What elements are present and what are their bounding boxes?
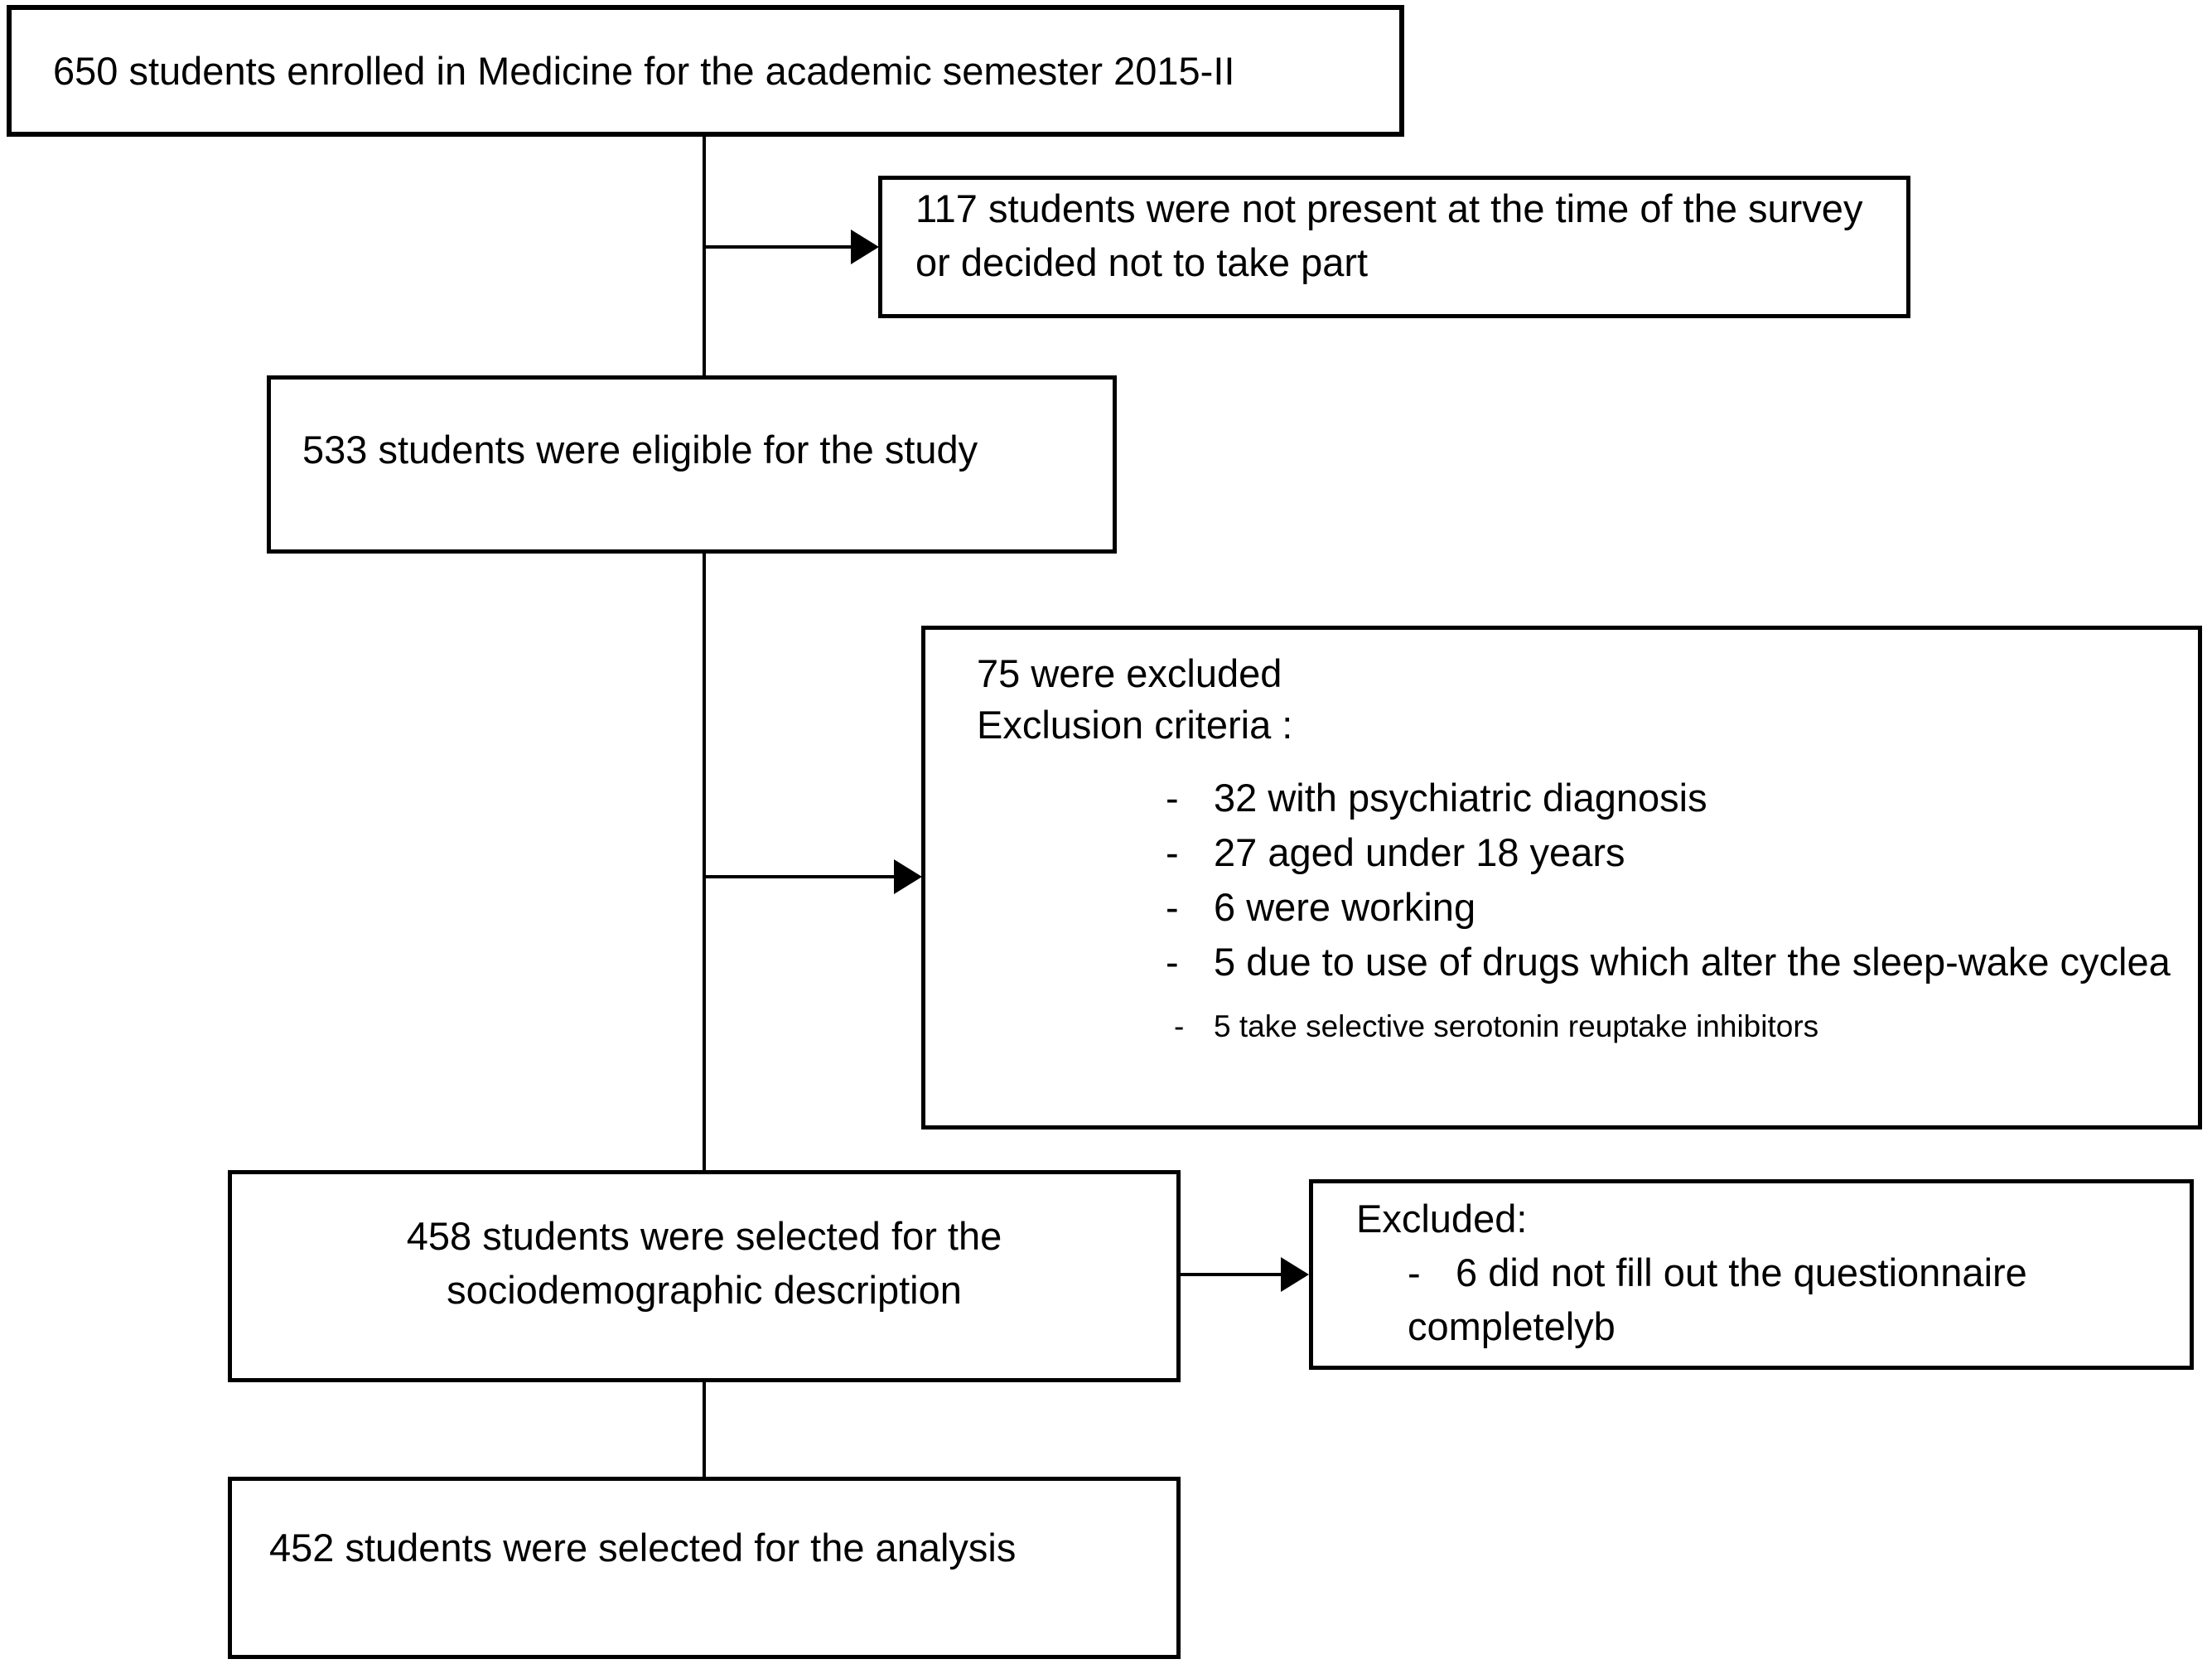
excluded-6-item-text: 6 did not fill out the questionnaire com… [1408, 1250, 2027, 1348]
excluded-75-title: 75 were excluded [977, 651, 1282, 695]
flow-box-eligible: 533 students were eligible for the study [267, 375, 1117, 554]
flow-box-enrolled-text: 650 students enrolled in Medicine for th… [53, 49, 1235, 93]
flow-box-excluded-75: 75 were excluded Exclusion criteria : -3… [921, 626, 2202, 1129]
connector-line-enrolled-to-eligible [703, 137, 706, 375]
flow-box-enrolled: 650 students enrolled in Medicine for th… [7, 5, 1404, 137]
exclusion-item-small: -5 take selective serotonin reuptake inh… [977, 1003, 2181, 1051]
flow-box-not-present-text: 117 students were not present at the tim… [915, 186, 1863, 284]
hyphen-bullet: - [1166, 776, 1179, 820]
hyphen-bullet: - [1174, 1009, 1185, 1043]
arrow-line-to-not-present [704, 245, 852, 249]
flow-box-selected-458-text: 458 students were selected for the socio… [406, 1214, 1002, 1312]
flow-box-selected-452: 452 students were selected for the analy… [228, 1477, 1181, 1659]
flow-box-excluded-6: Excluded: -6 did not fill out the questi… [1309, 1179, 2194, 1370]
hyphen-bullet: - [1166, 830, 1179, 874]
hyphen-bullet: - [1166, 940, 1179, 984]
flow-box-selected-458: 458 students were selected for the socio… [228, 1170, 1181, 1382]
exclusion-criteria-list: -32 with psychiatric diagnosis -27 aged … [977, 771, 2181, 1051]
arrowhead-to-excluded6 [1281, 1257, 1309, 1292]
connector-line-eligible-to-selected458 [703, 554, 706, 1170]
arrowhead-to-not-present [851, 230, 879, 264]
flow-box-not-present: 117 students were not present at the tim… [878, 176, 1910, 318]
exclusion-item-small-text: 5 take selective serotonin reuptake inhi… [1214, 1009, 1819, 1043]
exclusion-item: -5 due to use of drugs which alter the s… [977, 935, 2181, 989]
exclusion-item: -32 with psychiatric diagnosis [977, 771, 2181, 825]
hyphen-bullet: - [1166, 885, 1179, 929]
exclusion-item-text: 6 were working [1214, 885, 1476, 929]
exclusion-item-text: 32 with psychiatric diagnosis [1214, 776, 1707, 820]
hyphen-bullet: - [1408, 1250, 1421, 1294]
arrow-line-to-excluded75 [704, 875, 895, 878]
excluded-75-subtitle: Exclusion criteria : [977, 703, 1293, 747]
flow-box-eligible-text: 533 students were eligible for the study [302, 428, 978, 472]
excluded-6-title: Excluded: [1356, 1197, 1528, 1241]
arrow-line-to-excluded6 [1181, 1273, 1282, 1276]
excluded-6-item: -6 did not fill out the questionnaire co… [1356, 1246, 2173, 1353]
flow-box-selected-452-text: 452 students were selected for the analy… [269, 1526, 1017, 1570]
arrowhead-to-excluded75 [894, 859, 922, 894]
exclusion-item-text: 27 aged under 18 years [1214, 830, 1625, 874]
exclusion-item: -6 were working [977, 880, 2181, 935]
exclusion-item-text: 5 due to use of drugs which alter the sl… [1214, 940, 2171, 984]
exclusion-item: -27 aged under 18 years [977, 825, 2181, 880]
connector-line-selected458-to-selected452 [703, 1382, 706, 1477]
